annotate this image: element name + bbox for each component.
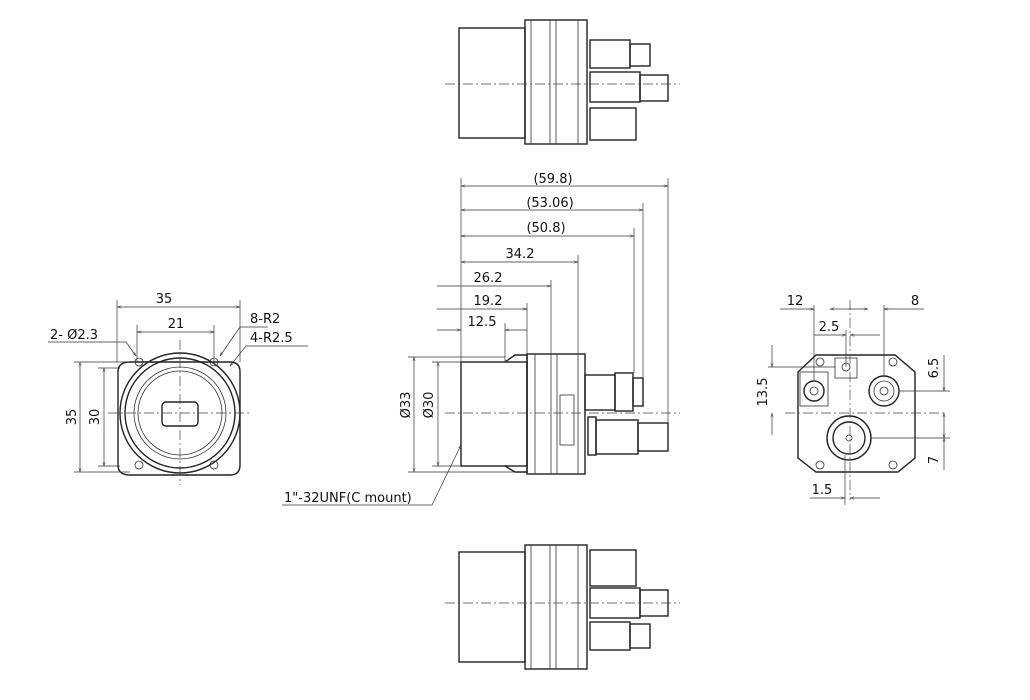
front-view: 35 21 35 30 2- Ø2.3 8-R2 4-R2.5 [48,292,308,485]
dim-vertical-top: 6.5 [927,358,942,379]
dim-width-holes: 21 [168,317,185,332]
dim-dia-inner: Ø30 [422,392,437,419]
side-view: (59.8) (53.06) (50.8) 34.2 26.2 19.2 12.… [282,172,680,506]
dim-dia-outer: Ø33 [399,392,414,419]
hole-note: 2- Ø2.3 [50,328,98,343]
dim-bottom: 1.5 [812,483,833,498]
dim-vertical-bottom: 7 [927,456,942,464]
dim-overall-length: (59.8) [533,172,572,187]
dim-height-inner: 30 [88,409,103,426]
dim-vertical-left: 13.5 [756,378,771,407]
radius-note-1: 8-R2 [250,312,280,327]
dim-length-4: 34.2 [506,247,535,262]
dim-length-7: 12.5 [468,315,497,330]
dim-length-5: 26.2 [474,271,503,286]
back-view: 12 8 2.5 13.5 6.5 7 1.5 [756,294,950,505]
dim-offset: 2.5 [819,320,840,335]
radius-note-2: 4-R2.5 [250,331,293,346]
dim-height-outer: 35 [65,409,80,426]
top-view [445,19,680,145]
dim-length-2: (53.06) [526,196,573,211]
dim-length-6: 19.2 [474,294,503,309]
dim-right: 8 [911,294,919,309]
bottom-view [445,544,680,670]
mount-note: 1"-32UNF(C mount) [284,491,412,506]
dim-width-outer: 35 [156,292,173,307]
dim-length-3: (50.8) [526,221,565,236]
dim-left: 12 [787,294,804,309]
